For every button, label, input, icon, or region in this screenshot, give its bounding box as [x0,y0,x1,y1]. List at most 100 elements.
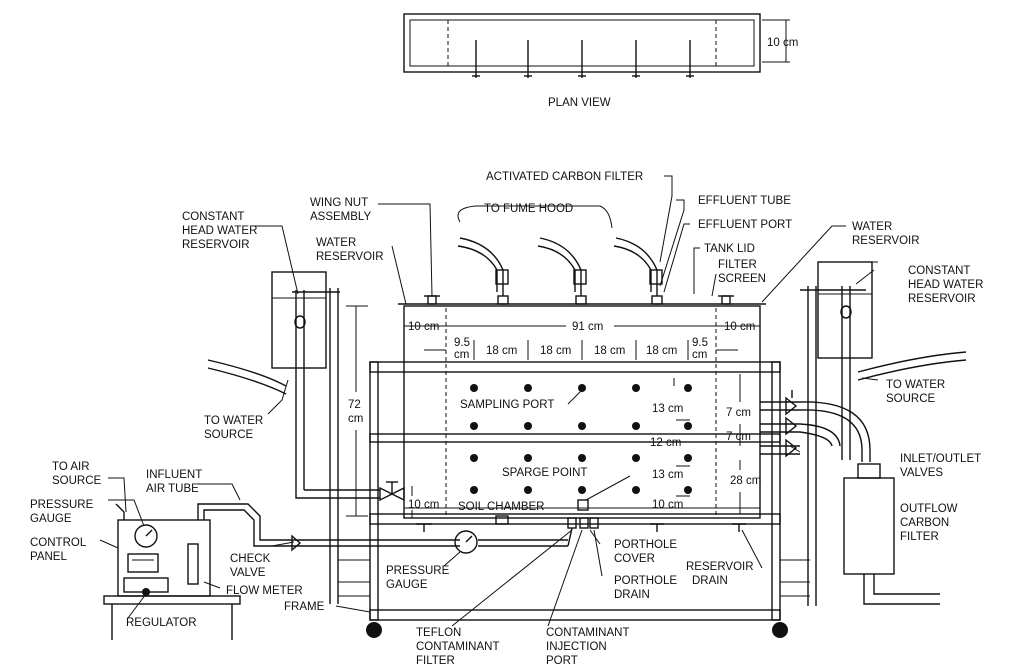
label-check-valve-2: VALVE [230,567,266,579]
dim-row-13a: 13 cm [652,403,683,415]
label-contaminant-2: INJECTION [546,641,607,653]
label-porthole-drain-2: DRAIN [614,589,650,601]
bottom-fittings [416,499,746,532]
sampling-port-dot [684,384,692,392]
sampling-port-dot [524,486,532,494]
lid-fittings [424,295,734,305]
sampling-port-dot [578,422,586,430]
air-line [291,527,573,554]
label-soil-chamber: SOIL CHAMBER [458,501,544,513]
sampling-port-dot [524,422,532,430]
dim-total-width: 91 cm [572,321,603,333]
sampling-port-dot [470,454,478,462]
label-activated-carbon-filter: ACTIVATED CARBON FILTER [486,171,643,183]
label-pressure-gauge-left-1: PRESSURE [30,499,94,511]
label-contaminant-1: CONTAMINANT [546,627,629,639]
label-water-reservoir-right-2: RESERVOIR [852,235,920,247]
dim-row-12: 12 cm [650,437,681,449]
sampling-port-dot [632,422,640,430]
label-to-water-source-right-1: TO WATER [886,379,945,391]
dimension-labels: 10 cm 91 cm 10 cm 9.5 cm 9.5 cm 18 cm 18… [348,321,761,511]
label-tank-lid: TANK LID [704,243,755,255]
label-porthole-drain-1: PORTHOLE [614,575,677,587]
label-water-reservoir-left-2: RESERVOIR [316,251,384,263]
sampling-port-dot [524,384,532,392]
label-constant-head-right-1: CONSTANT [908,265,970,277]
sampling-port-dot [578,486,586,494]
dimension-lines [346,305,760,518]
dim-spacing-3: 18 cm [594,345,625,357]
dim-bottom-left: 10 cm [408,499,439,511]
label-sparge-point: SPARGE POINT [502,467,587,479]
label-sampling-port: SAMPLING PORT [460,399,554,411]
label-influent-1: INFLUENT [146,469,202,481]
label-porthole-cover-2: COVER [614,553,655,565]
label-influent-2: AIR TUBE [146,483,199,495]
label-constant-head-left-1: CONSTANT [182,211,244,223]
dim-row-10: 10 cm [652,499,683,511]
left-constant-head-reservoir [207,271,380,604]
sampling-port-dot [632,384,640,392]
label-constant-head-right-3: RESERVOIR [908,293,976,305]
dim-spacing-2: 18 cm [540,345,571,357]
label-constant-head-left-3: RESERVOIR [182,239,250,251]
dim-row-13b: 13 cm [652,469,683,481]
label-effluent-port: EFFLUENT PORT [698,219,792,231]
label-teflon-2: CONTAMINANT [416,641,499,653]
label-constant-head-right-2: HEAD WATER [908,279,983,291]
sampling-port-dot [524,454,532,462]
sampling-port-dot [578,454,586,462]
right-inlet-outlet-valves [760,390,871,462]
label-pressure-gauge-left-2: GAUGE [30,513,72,525]
sampling-port-dot [578,384,586,392]
dim-vertical-7a: 7 cm [726,407,751,419]
label-check-valve-1: CHECK [230,553,271,565]
label-teflon-1: TEFLON [416,627,461,639]
dim-vertical-28: 28 cm [730,475,761,487]
label-inlet-outlet-1: INLET/OUTLET [900,453,981,465]
label-filter-screen-1: FILTER [718,259,757,271]
dim-edge-right-1: 9.5 [692,337,708,349]
control-panel [103,503,300,640]
label-to-water-source-left-1: TO WATER [204,415,263,427]
leader-lines [99,175,879,627]
label-outflow-1: OUTFLOW [900,503,958,515]
label-to-water-source-left-2: SOURCE [204,429,254,441]
label-pressure-gauge-mid-2: GAUGE [386,579,428,591]
label-reservoir-drain-1: RESERVOIR [686,561,754,573]
sampling-port-dot [470,422,478,430]
label-outflow-2: CARBON [900,517,949,529]
sampling-ports [470,384,692,494]
label-regulator: REGULATOR [126,617,197,629]
label-flow-meter: FLOW METER [226,585,303,597]
label-to-air-source-1: TO AIR [52,461,90,473]
label-to-water-source-right-2: SOURCE [886,393,936,405]
sampling-port-dot [632,454,640,462]
label-frame: FRAME [284,601,325,613]
label-to-fume-hood: TO FUME HOOD [484,203,573,215]
dim-spacing-4: 18 cm [646,345,677,357]
dim-edge-left-2: cm [454,349,469,361]
label-constant-head-left-2: HEAD WATER [182,225,257,237]
plan-view-width-label: 10 cm [767,37,798,49]
sampling-port-dot [684,454,692,462]
frame [338,361,810,638]
effluent-tubes [457,237,663,296]
sampling-port-dot [632,486,640,494]
left-inlet-valve [379,481,405,502]
labels: ACTIVATED CARBON FILTER EFFLUENT TUBE EF… [30,171,983,667]
label-wing-nut-1: WING NUT [310,197,368,209]
plan-view: 10 cm PLAN VIEW [403,13,798,109]
dim-height-2: cm [348,413,363,425]
label-filter-screen-2: SCREEN [718,273,766,285]
label-inlet-outlet-2: VALVES [900,467,943,479]
sampling-port-dot [470,384,478,392]
plan-view-title: PLAN VIEW [548,97,611,109]
label-reservoir-drain-2: DRAIN [692,575,728,587]
dim-right-res: 10 cm [724,321,755,333]
sampling-port-dot [684,422,692,430]
label-contaminant-3: PORT [546,655,578,667]
caster-left-icon [366,622,382,638]
pressure-gauge-icon [134,524,158,548]
